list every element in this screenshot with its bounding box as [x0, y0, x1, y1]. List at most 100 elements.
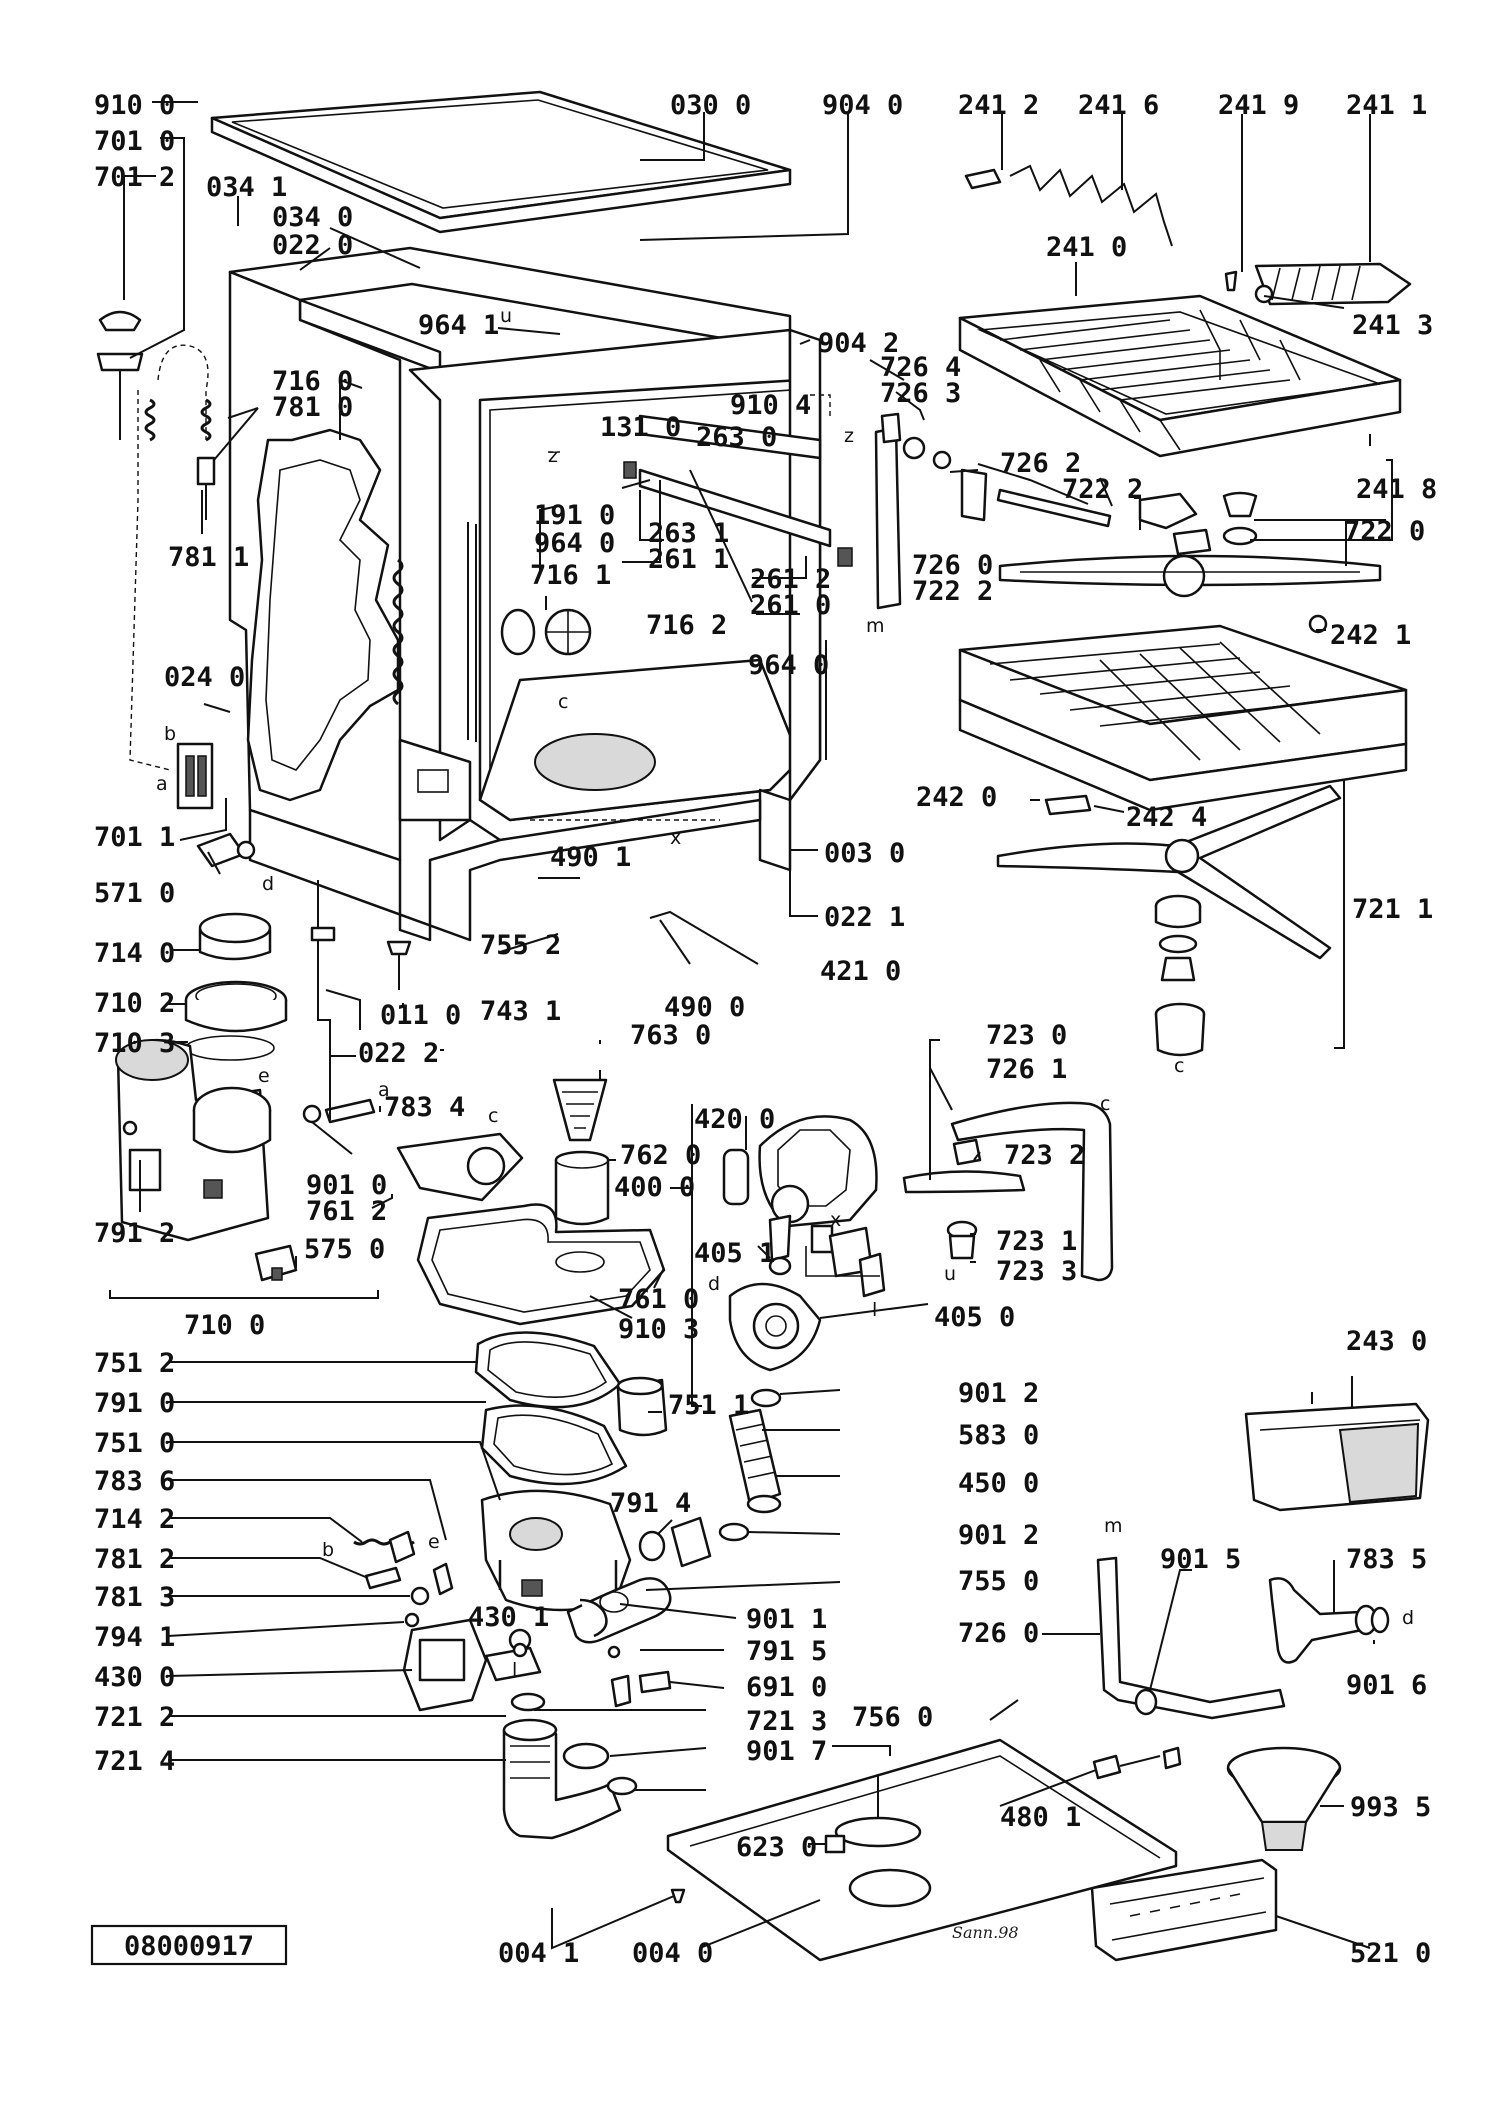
letter-m: m — [866, 615, 885, 637]
label-003-0: 003 0 — [824, 838, 905, 869]
label-243-0: 243 0 — [1346, 1326, 1427, 1357]
label-691-0: 691 0 — [746, 1672, 827, 1703]
label-901-6: 901 6 — [1346, 1670, 1427, 1701]
leader-lines — [123, 101, 1393, 1950]
label-756-0: 756 0 — [852, 1702, 933, 1733]
base-plate — [666, 1738, 1182, 1962]
letter-c: c — [558, 691, 568, 713]
label-721-2: 721 2 — [94, 1702, 175, 1733]
label-241-3: 241 3 — [1352, 310, 1433, 341]
label-716-2: 716 2 — [646, 610, 727, 641]
letter-m: m — [1104, 1515, 1123, 1537]
label-490-1: 490 1 — [550, 842, 631, 873]
label-241-6: 241 6 — [1078, 90, 1159, 121]
label-701-1: 701 1 — [94, 822, 175, 853]
label-710-0: 710 0 — [184, 1310, 265, 1341]
letter-z: z — [548, 445, 558, 467]
label-022-0: 022 0 — [272, 230, 353, 261]
label-430-1: 430 1 — [468, 1602, 549, 1633]
label-755-2: 755 2 — [480, 930, 561, 961]
label-781-3: 781 3 — [94, 1582, 175, 1613]
wash-motor — [691, 1104, 886, 1407]
label-034-0: 034 0 — [272, 202, 353, 233]
label-034-1: 034 1 — [206, 172, 287, 203]
label-910-0: 910 0 — [94, 90, 175, 121]
artist-signature: Sann.98 — [952, 1923, 1019, 1942]
label-716-0: 716 0 — [272, 366, 353, 397]
label-714-0: 714 0 — [94, 938, 175, 969]
label-022-2: 022 2 — [358, 1038, 439, 1069]
label-910-3: 910 3 — [618, 1314, 699, 1345]
drawing-number-box: 08000917 — [90, 1924, 288, 1966]
label-241-8: 241 8 — [1356, 474, 1437, 505]
label-521-0: 521 0 — [1350, 1938, 1431, 1969]
letter-c: c — [1100, 1093, 1110, 1115]
label-430-0: 430 0 — [94, 1662, 175, 1693]
label-901-1: 901 1 — [746, 1604, 827, 1635]
drawing-number: 08000917 — [124, 1931, 254, 1962]
lower-basket — [958, 614, 1408, 1057]
letter-b: b — [322, 1539, 334, 1561]
label-714-2: 714 2 — [94, 1504, 175, 1535]
label-261-1: 261 1 — [648, 544, 729, 575]
label-783-5: 783 5 — [1346, 1544, 1427, 1575]
letter-e: e — [428, 1531, 440, 1553]
label-405-1: 405 1 — [694, 1238, 775, 1269]
label-242-4: 242 4 — [1126, 802, 1207, 833]
label-024-0: 024 0 — [164, 662, 245, 693]
label-763-0: 763 0 — [630, 1020, 711, 1051]
label-726-3: 726 3 — [880, 378, 961, 409]
label-993-5: 993 5 — [1350, 1792, 1431, 1823]
label-791-0: 791 0 — [94, 1388, 175, 1419]
label-791-2: 791 2 — [94, 1218, 175, 1249]
letter-u: u — [500, 305, 512, 327]
label-762-0: 762 0 — [620, 1140, 701, 1171]
label-722-2: 722 2 — [912, 576, 993, 607]
label-791-4: 791 4 — [610, 1488, 691, 1519]
label-575-0: 575 0 — [304, 1234, 385, 1265]
label-901-0: 901 0 — [306, 1170, 387, 1201]
label-571-0: 571 0 — [94, 878, 175, 909]
label-480-1: 480 1 — [1000, 1802, 1081, 1833]
label-781-1: 781 1 — [168, 542, 249, 573]
label-901-2: 901 2 — [958, 1520, 1039, 1551]
label-400-0: 400 0 — [614, 1172, 695, 1203]
label-783-6: 783 6 — [94, 1466, 175, 1497]
label-490-0: 490 0 — [664, 992, 745, 1023]
label-910-4: 910 4 — [730, 390, 811, 421]
label-022-1: 022 1 — [824, 902, 905, 933]
label-004-0: 004 0 — [632, 1938, 713, 1969]
label-722-2: 722 2 — [1062, 474, 1143, 505]
label-241-0: 241 0 — [1046, 232, 1127, 263]
label-421-0: 421 0 — [820, 956, 901, 987]
label-904-2: 904 2 — [818, 328, 899, 359]
letter-d: d — [262, 873, 274, 895]
label-261-0: 261 0 — [750, 590, 831, 621]
letter-b: b — [164, 723, 176, 745]
left-parts — [96, 310, 412, 1282]
label-131-0: 131 0 — [600, 412, 681, 443]
label-721-1: 721 1 — [1352, 894, 1433, 925]
label-751-0: 751 0 — [94, 1428, 175, 1459]
label-583-0: 583 0 — [958, 1420, 1039, 1451]
label-904-0: 904 0 — [822, 90, 903, 121]
label-241-1: 241 1 — [1346, 90, 1427, 121]
label-794-1: 794 1 — [94, 1622, 175, 1653]
label-726-4: 726 4 — [880, 352, 961, 383]
label-783-4: 783 4 — [384, 1092, 465, 1123]
label-263-0: 263 0 — [696, 422, 777, 453]
part-number-labels: 910 0 701 0 701 2 030 0 904 0 241 2 241 … — [94, 90, 1437, 1969]
right-mid-parts — [902, 1101, 1430, 1962]
label-964-1: 964 1 — [418, 310, 499, 341]
label-755-0: 755 0 — [958, 1566, 1039, 1597]
label-726-0: 726 0 — [912, 550, 993, 581]
label-241-2: 241 2 — [958, 90, 1039, 121]
label-623-0: 623 0 — [736, 1832, 817, 1863]
label-781-2: 781 2 — [94, 1544, 175, 1575]
label-242-0: 242 0 — [916, 782, 997, 813]
label-405-0: 405 0 — [934, 1302, 1015, 1333]
letter-x: x — [670, 827, 681, 849]
top-panel — [210, 90, 792, 234]
